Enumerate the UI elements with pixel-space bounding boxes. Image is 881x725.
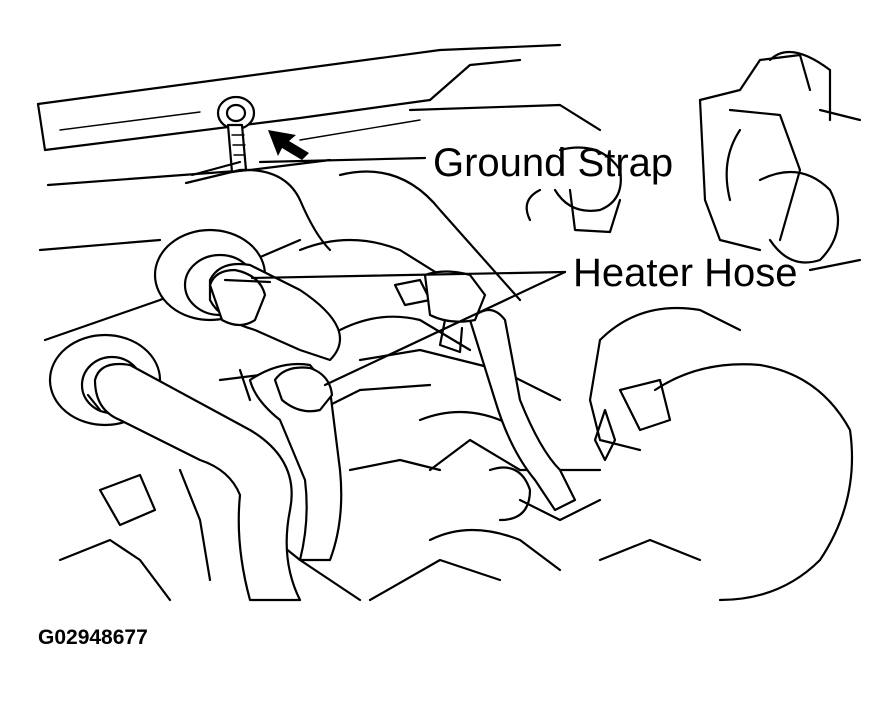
firewall-panel bbox=[36, 43, 602, 342]
heater-outlet-lower bbox=[48, 333, 343, 602]
leader-lines bbox=[250, 156, 567, 387]
ground-strap-label: Ground Strap bbox=[433, 141, 674, 185]
heater-outlet-upper bbox=[153, 228, 342, 362]
electrical-connector bbox=[393, 270, 487, 354]
vertical-hose bbox=[468, 308, 577, 512]
heater-hose-label: Heater Hose bbox=[573, 251, 798, 295]
round-component bbox=[588, 306, 854, 602]
right-side-components bbox=[525, 50, 862, 272]
figure-id: G02948677 bbox=[38, 626, 148, 649]
ground-strap bbox=[184, 160, 332, 252]
arrow-icon bbox=[268, 130, 309, 160]
bottom-left-bracket bbox=[58, 468, 212, 602]
ground-bolt bbox=[216, 95, 256, 174]
